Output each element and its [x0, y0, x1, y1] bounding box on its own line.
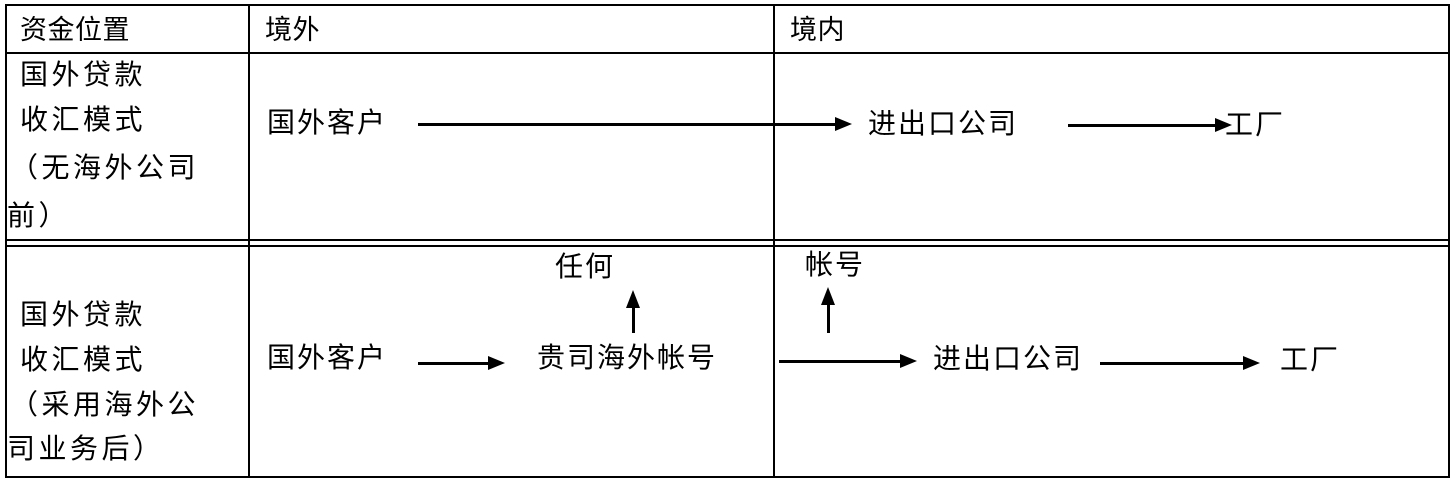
row1-label-line: （无海外公司 [10, 153, 200, 184]
row1-label-line: 国外贷款 [20, 60, 147, 91]
row2-label-line: 司业务后） [7, 434, 165, 465]
row1-arrow-import-export-to-factory-icon [1068, 118, 1232, 132]
row1-node-import-export-company: 进出口公司 [868, 109, 1019, 140]
row2-up-arrow-to-account-icon [821, 287, 835, 333]
table-outer-border [5, 4, 1450, 478]
row2-node-overseas-customer: 国外客户 [267, 343, 388, 374]
table-row1-bottom-border [5, 239, 1450, 241]
row2-arrow-import-export-to-factory-icon [1100, 356, 1260, 370]
header-domestic: 境内 [790, 15, 845, 45]
row2-label-line: 收汇模式 [20, 345, 147, 376]
header-funds-position: 资金位置 [20, 15, 130, 45]
row1-label-line: 收汇模式 [20, 105, 147, 136]
row1-node-factory: 工厂 [1225, 110, 1286, 141]
row2-arrow-customer-to-account-icon [418, 356, 505, 370]
row2-node-account: 帐号 [805, 250, 866, 281]
row2-label-line: 国外贷款 [20, 300, 147, 331]
row1-arrow-customer-to-import-export-icon [418, 117, 852, 131]
row2-label-line: （采用海外公 [10, 390, 200, 421]
row2-arrow-border-to-import-export-icon [779, 354, 917, 368]
table-row2-top-border [5, 245, 1450, 247]
header-overseas: 境外 [265, 15, 320, 45]
row2-node-import-export-company: 进出口公司 [933, 344, 1084, 375]
row1-label-line: 前） [7, 201, 71, 232]
row2-node-your-overseas-account: 贵司海外帐号 [537, 343, 718, 374]
table-column-border-1 [248, 4, 250, 478]
row1-node-overseas-customer: 国外客户 [267, 108, 388, 139]
row2-node-factory: 工厂 [1280, 345, 1341, 376]
table-header-bottom-border [5, 52, 1450, 54]
row2-up-arrow-to-any-icon [626, 290, 640, 333]
table-column-border-2 [773, 4, 775, 478]
row2-node-any: 任何 [555, 252, 616, 283]
